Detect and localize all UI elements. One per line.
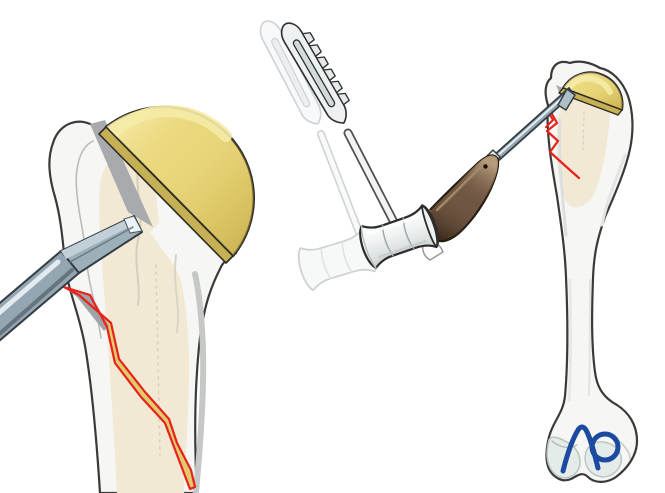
panel-proximal-humerus-closeup (0, 105, 255, 493)
mallet-head-ghost (297, 228, 378, 292)
panel-mallet-and-impactor (259, 20, 576, 292)
mallet-striking-face (421, 204, 439, 248)
ao-logo: AO (560, 424, 621, 474)
mallet-head (359, 204, 439, 269)
punch-tip (557, 88, 576, 111)
punch-wooden-handle (423, 154, 500, 243)
fracture-red-outline (62, 285, 197, 491)
grip-slot (292, 39, 336, 108)
fracture-gap-gray (64, 287, 109, 331)
prosthesis-highlight (106, 105, 232, 142)
handle-pin-hole (483, 164, 488, 169)
impactor-blade (0, 215, 143, 342)
prosthetic-head-overview (558, 71, 624, 116)
fracture-line-closeup (62, 285, 197, 491)
impactor-punch (421, 87, 576, 261)
grip-teeth (302, 32, 350, 106)
prosthesis-rim-band (98, 126, 234, 264)
cancellous-bone-overview (556, 95, 610, 208)
fracture-red-line (545, 112, 581, 180)
ao-logo-letter-o (589, 431, 621, 463)
prosthetic-head-closeup (98, 105, 255, 264)
panel-humerus-overview (544, 60, 639, 483)
serrated-grip (280, 22, 350, 124)
osteotomy-gap-shadow (90, 120, 153, 227)
